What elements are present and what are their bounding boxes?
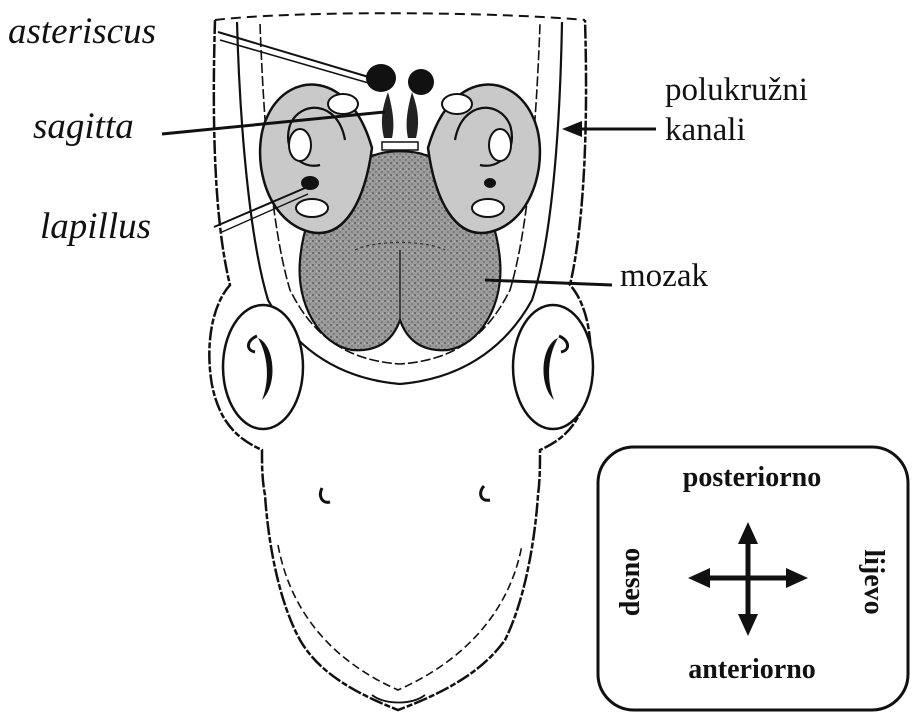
asteriscus-pointer-2 [220, 40, 372, 84]
left-nostril [320, 488, 330, 502]
lapillus-label: lapillus [40, 205, 151, 248]
right-eye [513, 305, 593, 429]
compass-posterior-label: posteriorno [652, 462, 852, 494]
asteriscus-otolith-right [408, 69, 434, 95]
compass-left-side-label: lijevo [857, 549, 889, 614]
canals-arrowhead [562, 121, 582, 137]
brain-label: mozak [620, 256, 708, 296]
lapillus-otolith-right [484, 178, 496, 188]
semicircular-canals-label: polukružni kanali [665, 70, 808, 150]
snout-contour [278, 545, 522, 690]
asteriscus-pointer [218, 32, 372, 78]
sagitta-label: sagitta [33, 105, 134, 148]
asteriscus-label: asteriscus [8, 10, 156, 53]
sagitta-otoliths [382, 92, 418, 138]
left-eye [223, 305, 303, 429]
brain-pointer [485, 280, 612, 285]
compass-anterior-label: anteriorno [652, 654, 852, 686]
right-nostril [481, 486, 490, 500]
top-edge [215, 13, 585, 20]
canals-label-line1: polukružni [665, 70, 808, 110]
canals-label-line2: kanali [665, 110, 808, 150]
compass-right-side-label: desno [615, 548, 647, 616]
